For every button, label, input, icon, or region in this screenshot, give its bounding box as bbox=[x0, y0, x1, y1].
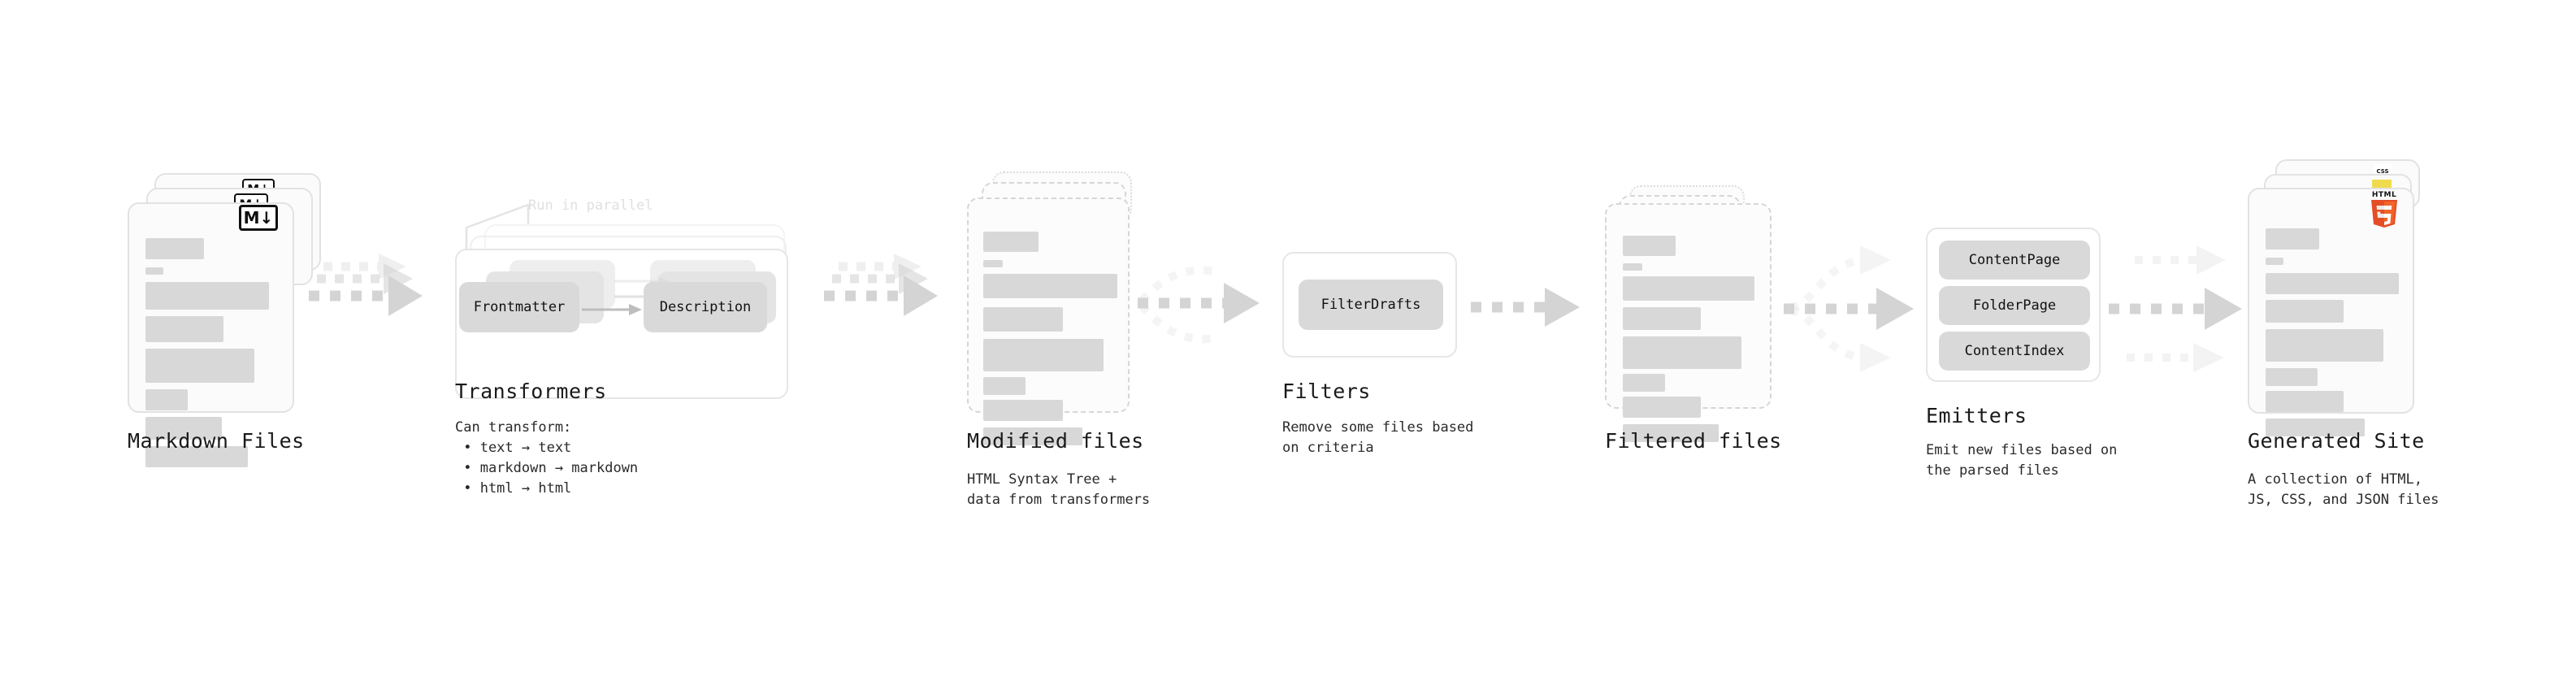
arrow-modified-to-filters bbox=[1138, 266, 1260, 344]
stage-caption-filters: Remove some files based on criteria bbox=[1282, 419, 1474, 456]
stage-label-markdown-files: Markdown Files bbox=[128, 429, 305, 453]
skeleton-line bbox=[983, 339, 1104, 371]
emitter-pill-contentindex[interactable]: ContentIndex bbox=[1939, 332, 2090, 371]
stage-caption-emitters: Emit new files based on the parsed files bbox=[1926, 442, 2118, 479]
skeleton-line bbox=[2266, 273, 2399, 294]
skeleton-line bbox=[2266, 300, 2344, 323]
skeleton-line bbox=[1623, 424, 1719, 442]
skeleton-line bbox=[145, 282, 269, 310]
emitter-pill-folderpage[interactable]: FolderPage bbox=[1939, 286, 2090, 325]
skeleton-line bbox=[983, 232, 1039, 252]
skeleton-line bbox=[145, 417, 222, 440]
skeleton-line bbox=[1623, 263, 1642, 271]
skeleton-line bbox=[145, 349, 254, 383]
stage-label-emitters: Emitters bbox=[1926, 404, 2027, 427]
skeleton-line bbox=[983, 427, 1082, 445]
stage-label-generated-site: Generated Site bbox=[2248, 429, 2425, 453]
stage-caption-modified-files: HTML Syntax Tree + data from transformer… bbox=[967, 471, 1151, 508]
filters-box: FilterDrafts bbox=[1282, 252, 1457, 358]
skeleton-line bbox=[983, 307, 1063, 332]
emitter-pill-contentpage[interactable]: ContentPage bbox=[1939, 241, 2090, 280]
skeleton-line bbox=[1623, 236, 1676, 256]
html5-icon-word: HTML bbox=[2371, 191, 2397, 199]
run-in-parallel-label: Run in parallel bbox=[528, 197, 653, 214]
skeleton-line bbox=[983, 260, 1003, 267]
skeleton-line bbox=[2266, 258, 2283, 265]
arrow-filtered-to-emitters bbox=[1784, 245, 1914, 372]
skeleton-line bbox=[2266, 329, 2383, 362]
stage-label-filtered-files: Filtered files bbox=[1605, 429, 1782, 453]
stage-label-transformers: Transformers bbox=[455, 380, 607, 403]
skeleton-line bbox=[145, 389, 188, 410]
css-icon-label: CSS bbox=[2376, 168, 2389, 175]
skeleton-line bbox=[983, 377, 1026, 395]
skeleton-line bbox=[1623, 276, 1754, 301]
html5-icon: HTML bbox=[2369, 192, 2400, 229]
skeleton-line bbox=[145, 267, 163, 275]
stage-caption-transformers: Can transform: • text → text • markdown … bbox=[455, 419, 639, 497]
transformer-inner-arrow-main bbox=[582, 304, 642, 315]
stage-label-filters: Filters bbox=[1282, 380, 1371, 403]
skeleton-line bbox=[983, 400, 1063, 421]
arrow-transformers-to-modified bbox=[824, 254, 938, 316]
emitters-box: ContentPage FolderPage ContentIndex bbox=[1926, 228, 2101, 382]
skeleton-line bbox=[2266, 228, 2319, 249]
skeleton-line bbox=[983, 274, 1117, 298]
skeleton-line bbox=[1623, 374, 1665, 392]
arrow-emitters-to-site bbox=[2109, 245, 2242, 372]
skeleton-line bbox=[1623, 397, 1701, 418]
stage-label-modified-files: Modified files bbox=[967, 429, 1144, 453]
skeleton-line bbox=[145, 316, 223, 342]
transformer-pill-description[interactable]: Description bbox=[644, 282, 767, 332]
stage-caption-generated-site: A collection of HTML, JS, CSS, and JSON … bbox=[2248, 471, 2439, 508]
markdown-icon-front: M↓ bbox=[239, 205, 278, 231]
skeleton-line bbox=[2266, 391, 2344, 412]
modified-card-front bbox=[967, 197, 1130, 445]
skeleton-line bbox=[145, 238, 204, 259]
site-card-front bbox=[2248, 188, 2414, 436]
skeleton-line bbox=[2266, 368, 2318, 386]
arrow-filters-to-filtered bbox=[1471, 288, 1580, 327]
filtered-card-front bbox=[1605, 203, 1772, 442]
markdown-card-front bbox=[128, 202, 294, 467]
skeleton-line bbox=[1623, 307, 1701, 330]
skeleton-line bbox=[2266, 419, 2365, 436]
transformer-pill-frontmatter[interactable]: Frontmatter bbox=[459, 282, 579, 332]
skeleton-line bbox=[145, 446, 248, 467]
run-in-parallel-bracket bbox=[465, 203, 530, 250]
filter-pill-filterdrafts[interactable]: FilterDrafts bbox=[1299, 280, 1443, 330]
skeleton-line bbox=[1623, 336, 1741, 369]
arrow-markdown-to-transformers bbox=[309, 254, 423, 316]
